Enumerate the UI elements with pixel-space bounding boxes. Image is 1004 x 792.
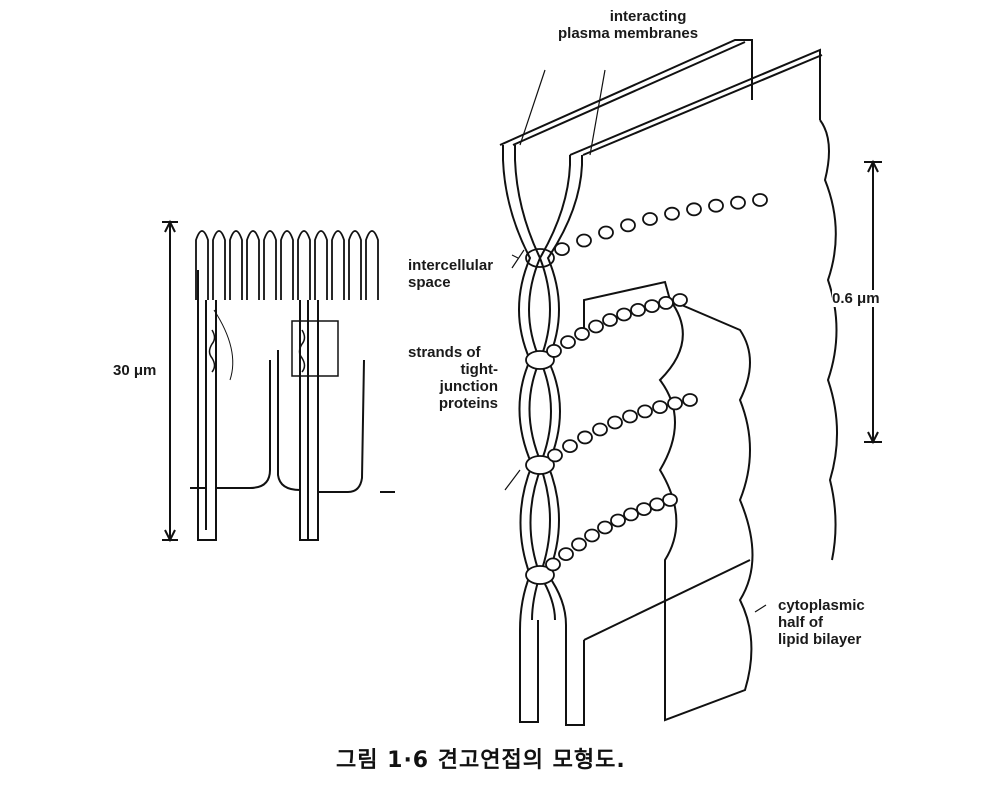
label-line: strands of (408, 344, 481, 361)
junction-protein (636, 502, 652, 517)
label-line: interacting (609, 8, 687, 25)
microvillus (348, 230, 362, 300)
junction-protein (577, 430, 593, 445)
junction-protein (546, 344, 562, 358)
junction-protein (637, 404, 653, 419)
microvillus (297, 230, 311, 300)
junction-protein (584, 528, 600, 543)
microvillus (229, 230, 243, 300)
figure-caption: 그림 1·6 견고연접의 모형도. (336, 748, 626, 773)
junction-protein (620, 218, 636, 233)
junction-protein (623, 507, 639, 522)
junction-protein (642, 212, 658, 226)
epithelial-cells-overview (162, 219, 395, 543)
junction-protein (630, 303, 646, 317)
microvillus (314, 230, 328, 300)
label-tight-junction-strands: strands of tight- junction proteins (408, 344, 498, 412)
junction-protein (547, 448, 563, 463)
junction-protein (588, 319, 604, 334)
label-line: intercellular (408, 257, 494, 274)
junction-protein (616, 307, 632, 322)
junction-protein (560, 335, 576, 350)
label-line: tight- (460, 361, 498, 378)
microvillus (331, 230, 345, 300)
junction-protein (662, 493, 678, 507)
junction-protein (554, 242, 570, 257)
junction-protein (525, 455, 555, 475)
microvillus (365, 230, 379, 300)
junction-protein (686, 202, 702, 217)
junction-protein (682, 393, 698, 407)
junction-protein (525, 350, 555, 370)
junction-protein (571, 537, 587, 552)
microvillus (212, 230, 226, 300)
junction-protein (658, 295, 674, 310)
junction-protein (610, 513, 626, 528)
junction-protein (562, 439, 578, 454)
label-scale-0-6um: 0.6 μm (832, 290, 880, 307)
microvillus (246, 230, 260, 300)
label-line: plasma membranes (558, 25, 699, 42)
junction-protein (644, 299, 660, 314)
junction-protein (607, 415, 623, 430)
label-line: cytoplasmic (778, 597, 865, 614)
junction-protein (558, 547, 574, 562)
microvillus (280, 230, 294, 300)
label-intercellular-space: intercellular space (408, 257, 493, 291)
label-interacting-plasma-membranes: interacting plasma membranes (558, 8, 698, 42)
label-line: space (408, 274, 451, 291)
label-line: junction (439, 378, 498, 395)
junction-protein (664, 206, 680, 221)
junction-protein (667, 396, 683, 411)
junction-protein (708, 198, 724, 213)
label-cytoplasmic-half: cytoplasmic half of lipid bilayer (778, 597, 865, 648)
microvillus (263, 230, 277, 300)
junction-protein (649, 497, 665, 512)
junction-protein (597, 520, 613, 535)
junction-protein (592, 422, 608, 437)
label-line: proteins (438, 395, 498, 412)
label-scale-30um: 30 μm (113, 362, 157, 379)
plasma-membranes-3d (405, 39, 882, 726)
label-line: half of (778, 614, 823, 631)
junction-protein (752, 193, 768, 207)
junction-protein (730, 195, 746, 210)
microvillus (195, 230, 209, 300)
junction-protein (652, 400, 668, 415)
junction-protein (598, 225, 614, 240)
junction-protein (525, 248, 555, 268)
junction-protein (622, 409, 638, 424)
junction-protein (525, 565, 555, 585)
junction-protein (574, 327, 590, 341)
junction-protein (545, 557, 561, 572)
label-line: lipid bilayer (778, 631, 862, 648)
junction-protein (672, 293, 688, 307)
junction-protein (602, 313, 618, 327)
junction-protein (576, 233, 592, 248)
